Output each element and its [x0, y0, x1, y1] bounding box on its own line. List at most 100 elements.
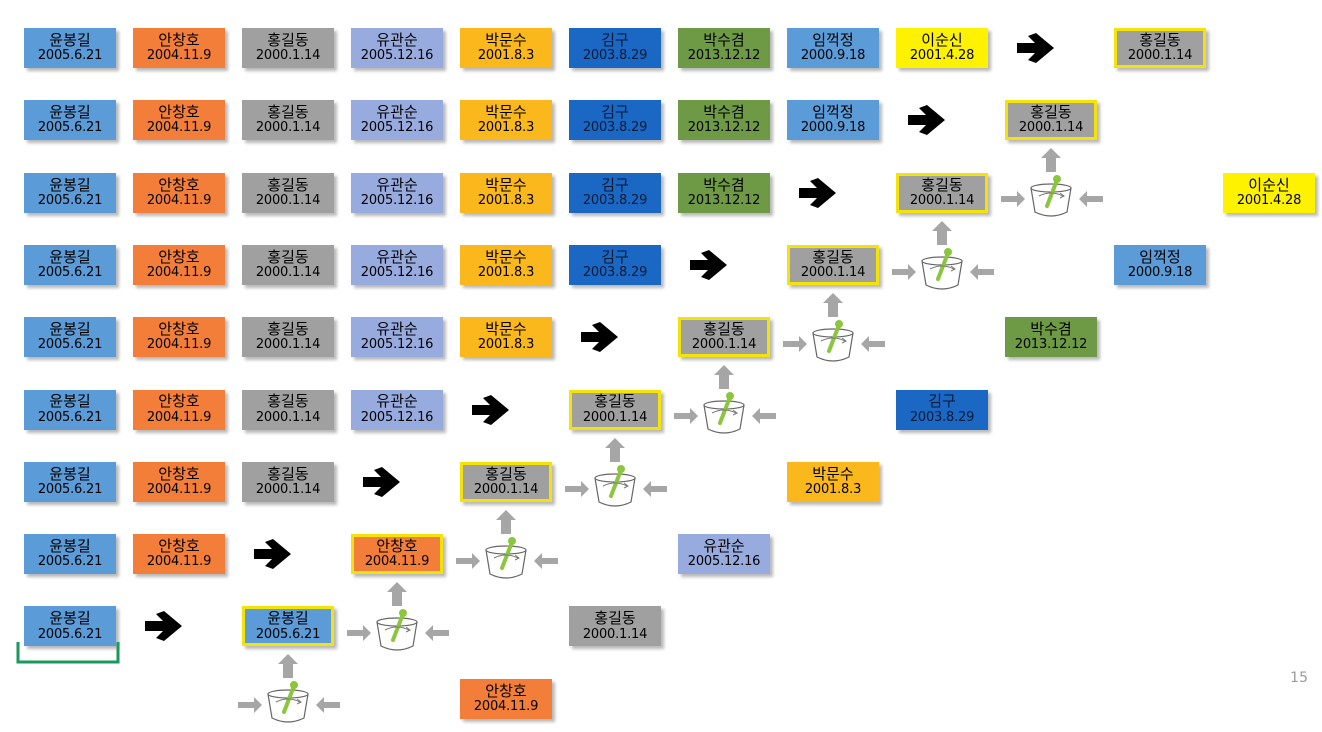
card-name: 안창호	[158, 537, 200, 555]
card-name: 박문수	[485, 247, 527, 266]
card-date: 2001.8.3	[804, 481, 862, 497]
card-name: 박수겸	[703, 175, 745, 194]
card-date: 2013.12.12	[687, 120, 761, 136]
card-date: 2005.6.21	[37, 265, 103, 281]
card-name: 김구	[601, 30, 629, 49]
card-date: 2003.8.29	[582, 120, 648, 136]
card-date: 2003.8.29	[909, 409, 975, 425]
card-date: 2000.1.14	[582, 626, 648, 642]
card-date: 2004.11.9	[146, 265, 212, 281]
card-name: 홍길동	[267, 30, 309, 49]
card-date: 2004.11.9	[364, 554, 430, 570]
mortar-pestle-icon	[1001, 148, 1103, 217]
right-arrow-icon	[799, 177, 836, 208]
card-name: 윤봉길	[49, 392, 91, 411]
card-name: 안창호	[158, 103, 200, 122]
card-date: 2000.1.14	[800, 265, 866, 281]
card-date: 2005.12.16	[360, 192, 434, 208]
card-name: 윤봉길	[49, 30, 91, 49]
card-date: 2000.1.14	[473, 481, 539, 497]
card-date: 2004.11.9	[146, 48, 212, 64]
mortar-pestle-icon	[238, 654, 340, 723]
mortar-pestle-icon	[674, 365, 776, 434]
card-date: 2000.1.14	[255, 120, 321, 136]
card-date: 2000.1.14	[1018, 120, 1084, 136]
card-name: 홍길동	[594, 609, 636, 628]
card-date: 2000.1.14	[255, 192, 321, 208]
card-date: 2005.6.21	[37, 626, 103, 642]
card-name: 홍길동	[267, 464, 309, 483]
mortar-pestle-icon	[347, 582, 449, 651]
card-date: 2013.12.12	[687, 192, 761, 208]
card-date: 2005.6.21	[37, 409, 103, 425]
card-name: 박문수	[812, 464, 854, 483]
card-date: 2001.4.28	[1236, 192, 1302, 208]
card-date: 2005.6.21	[37, 337, 103, 353]
card-date: 2001.8.3	[477, 48, 535, 64]
card-date: 2004.11.9	[146, 337, 212, 353]
card-name: 박문수	[485, 175, 527, 194]
card-name: 박문수	[485, 30, 527, 49]
card-name: 임꺽정	[812, 30, 854, 49]
card-name: 안창호	[158, 247, 200, 266]
card-name: 박수겸	[703, 30, 745, 49]
bracket-marker	[16, 642, 120, 664]
card-name: 안창호	[158, 320, 200, 339]
card-name: 김구	[601, 247, 629, 266]
card-name: 박수겸	[1030, 320, 1072, 339]
card-name: 홍길동	[485, 464, 527, 483]
card-name: 유관순	[376, 320, 418, 339]
card-date: 2004.11.9	[146, 409, 212, 425]
card-name: 홍길동	[1030, 103, 1072, 122]
card-date: 2001.4.28	[909, 48, 975, 64]
card-name: 김구	[601, 103, 629, 122]
card-name: 홍길동	[703, 320, 745, 339]
card-date: 2005.12.16	[360, 120, 434, 136]
card-name: 이순신	[1248, 175, 1290, 194]
mortar-pestle-icon	[783, 292, 885, 362]
card-name: 윤봉길	[49, 609, 91, 628]
right-arrow-icon	[145, 611, 182, 642]
card-name: 홍길동	[267, 175, 309, 194]
card-name: 김구	[601, 175, 629, 194]
card-name: 홍길동	[1139, 30, 1181, 49]
card-date: 2004.11.9	[146, 554, 212, 570]
card-date: 2000.1.14	[255, 481, 321, 497]
card-date: 2005.6.21	[255, 626, 321, 642]
card-date: 2000.1.14	[582, 409, 648, 425]
card-name: 김구	[928, 392, 956, 411]
